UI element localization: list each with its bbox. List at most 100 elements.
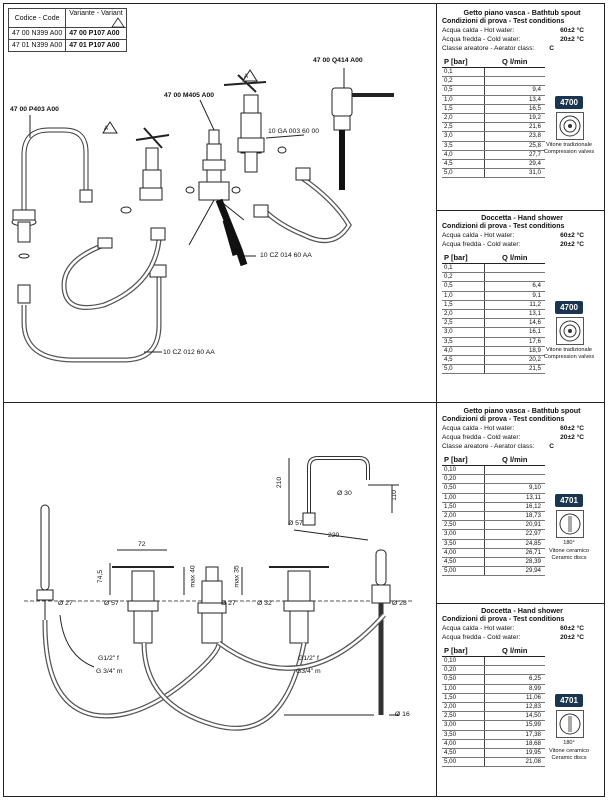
pressure-cell: 0,50 [442,674,485,685]
flow-cell: 31,0 [484,168,545,179]
code-cell: 47 01 N399 A00 [7,39,67,52]
series-badge: 4701 [555,494,583,507]
pressure-cell: 1,00 [442,684,485,694]
pressure-cell: 2,5 [442,318,485,329]
nut-code-label: 10 GA 003 60 00 [268,128,320,135]
hot-water-line: Acqua calda - Hot water:60±2 °C [442,424,602,433]
flow-cell: 9,1 [484,291,545,301]
dim-d27-mid: Ø 27 [221,600,236,607]
pressure-cell: 3,00 [442,720,485,731]
diverter-code-label: 47 00 M405 A00 [164,92,215,99]
short-hose-code-label: 10 CZ 014 60 AA [260,252,312,259]
hot-water-value: 60±2 °C [560,232,584,239]
flow-cell: 27,7 [484,150,545,160]
compression-valve-icon [559,115,581,137]
flow-cell: 20,91 [484,520,545,531]
aerator-line: Classe areatore - Aerator class: C [442,442,602,451]
pressure-cell: 2,00 [442,702,485,713]
valve-caption: Vitone tradizionale [546,347,592,353]
pressure-cell: 3,0 [442,131,485,142]
flow-cell: 15,99 [484,720,545,731]
pressure-cell: 3,50 [442,730,485,740]
handshower-code-label: 47 00 Q414 A00 [313,57,363,64]
code-cell: 47 00 N399 A00 [7,27,67,40]
cold-water-value: 20±2 °C [560,36,584,43]
pressure-cell: 3,5 [442,337,485,347]
flow-cell: 16,5 [484,104,545,114]
aerator-value: C [549,45,554,52]
pressure-cell: 5,00 [442,566,485,577]
panel-conditions-title: Condizioni di prova - Test conditions [442,222,602,231]
flow-cell: 13,11 [484,493,545,503]
panel-conditions-title: Condizioni di prova - Test conditions [442,615,602,624]
code-header: Codice - Code [7,8,67,28]
hot-water-line: Acqua calda - Hot water: 60±2 °C [442,231,602,240]
flow-cell: 16,1 [484,327,545,338]
variant-cell: 47 00 P107 A00 [65,27,127,40]
cold-water-value: 20±2 °C [560,434,584,441]
pressure-cell: 1,50 [442,693,485,703]
table-row: 47 01 N399 A00 47 01 P107 A00 [7,39,127,52]
flow-cell: 28,39 [484,557,545,568]
flow-cell [484,263,545,274]
table-row: 0,2 [442,272,545,283]
pressure-cell: 1,0 [442,291,485,301]
pressure-cell: 1,00 [442,493,485,503]
dim-220: 220 [328,532,340,539]
aerator-value: C [549,443,554,450]
flow-cell: 26,71 [484,548,545,558]
hot-water-label: Acqua calda - Hot water: [442,27,515,34]
panel-title: Doccetta - Hand shower [481,213,563,222]
panel-title: Getto piano vasca - Bathtub spout [463,8,581,17]
table-row: 0,10 [442,656,545,667]
variant-cell: 47 01 P107 A00 [65,39,127,52]
drawing-frame [3,3,605,797]
aerator-label: Classe areatore - Aerator class: [442,443,535,450]
exploded-view-drawing [11,68,394,363]
flow-cell: 20,2 [484,355,545,366]
pressure-cell: 2,5 [442,122,485,133]
hot-water-label: Acqua calda - Hot water: [442,232,515,239]
flow-cell [484,474,545,485]
flow-cell: 13,1 [484,309,545,320]
flow-cell: 18,9 [484,346,545,356]
hot-water-value: 60±2 °C [560,625,584,632]
rotation-angle: 180° [563,740,575,746]
compression-valve-icon [559,320,581,342]
warning-mark-left: A [104,126,109,132]
flow-cell: 8,99 [484,684,545,694]
flow-cell: 19,95 [484,748,545,759]
cold-water-line: Acqua fredda - Cold water:20±2 °C [442,633,602,642]
pressure-cell: 3,5 [442,141,485,151]
valve-caption: Compression valves [543,149,595,155]
spout-code-label: 47 00 P403 A00 [10,106,59,113]
hot-water-value: 60±2 °C [560,425,584,432]
table-row: 0,20 [442,474,545,485]
cold-water-label: Acqua fredda - Cold water: [442,36,521,43]
conditions-text: Condizioni di prova - Test conditions [442,223,565,230]
flow-cell: 21,6 [484,122,545,133]
horizontal-divider [3,402,605,403]
dim-d28: Ø 28 [392,600,407,607]
flow-cell: 12,83 [484,702,545,713]
flow-cell [484,665,545,676]
pressure-cell: 4,50 [442,557,485,568]
variant-header: Variante - Variant [65,8,127,28]
table-row: 47 00 N399 A00 47 00 P107 A00 [7,27,127,40]
